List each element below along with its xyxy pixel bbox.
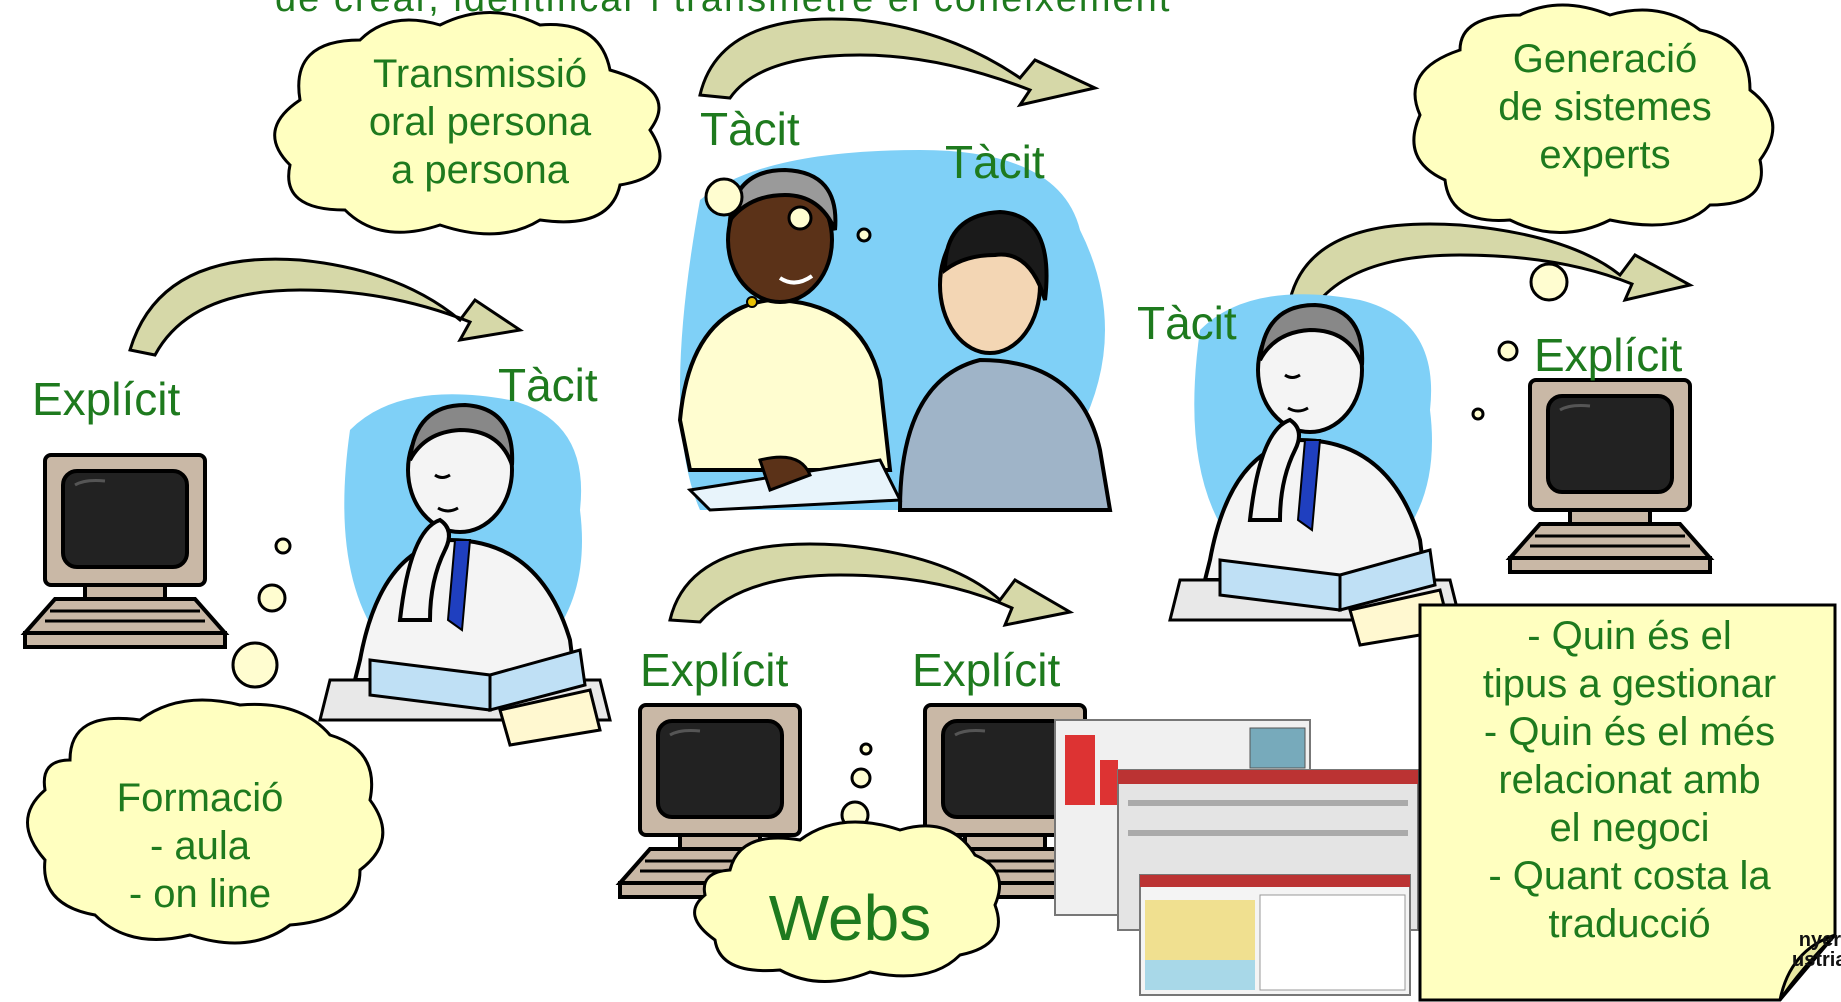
cloud-webs	[693, 820, 1001, 983]
header-text: de crear, identificar i transmetre el co…	[275, 0, 1171, 21]
arrow-right	[1288, 222, 1695, 303]
note-line: relacionat amb	[1498, 758, 1761, 802]
cloud-formacio-line: - aula	[149, 824, 251, 868]
note-box	[1418, 603, 1837, 1002]
note-text: - Quin és el tipus a gestionar - Quin és…	[1422, 612, 1837, 948]
cloud-oral-line: oral persona	[368, 100, 592, 144]
thinker-left-illustration	[318, 392, 612, 747]
computer-left-illustration	[23, 453, 227, 649]
cloud-oral	[273, 11, 662, 236]
cloud-experts-line: experts	[1539, 133, 1671, 177]
label-tacit-left: Tàcit	[498, 359, 598, 411]
label-explicit-bottom-left: Explícit	[640, 644, 789, 696]
note-line: - Quin és el més	[1483, 710, 1776, 754]
cloud-oral-text: Transmissió oral persona a persona	[330, 50, 630, 194]
cloud-experts-text: Generació de sistemes experts	[1455, 35, 1755, 179]
cloud-webs-text: Webs	[768, 882, 932, 954]
label-tacit-center-right: Tàcit	[945, 136, 1045, 188]
cloud-experts-line: de sistemes	[1498, 85, 1712, 129]
cloud-oral-line: Transmissió	[372, 52, 588, 96]
arrow-top-center	[698, 17, 1100, 108]
logo-line: ustria	[1792, 949, 1841, 970]
note-line: - Quin és el	[1527, 614, 1732, 658]
label-explicit-left: Explícit	[32, 373, 181, 425]
logo-line: nyer	[1798, 930, 1841, 951]
cloud-formacio-line: Formació	[116, 776, 284, 820]
note-line: tipus a gestionar	[1482, 662, 1777, 706]
arrow-left	[128, 257, 524, 357]
note-line: el negoci	[1549, 806, 1710, 850]
cloud-formacio-line: - on line	[128, 872, 272, 916]
note-line: traducció	[1548, 902, 1711, 946]
cloud-formacio-text: Formació - aula - on line	[60, 774, 340, 918]
label-tacit-right: Tàcit	[1137, 297, 1237, 349]
conversation-illustration	[677, 150, 1113, 512]
cloud-experts	[1412, 3, 1775, 234]
software-screenshots-illustration	[1054, 719, 1419, 996]
cloud-oral-line: a persona	[391, 148, 569, 192]
label-tacit-center-left: Tàcit	[700, 103, 800, 155]
note-line: - Quant costa la	[1488, 854, 1771, 898]
cloud-experts-line: Generació	[1512, 37, 1698, 81]
arrow-bottom-center	[668, 542, 1075, 628]
cloud-formacio	[26, 698, 385, 945]
label-explicit-right: Explícit	[1534, 329, 1683, 381]
computer-right-illustration	[1508, 378, 1712, 574]
thought-dots	[231, 177, 1569, 830]
logo: nyer ustria	[1792, 930, 1841, 970]
label-explicit-bottom-right: Explícit	[912, 644, 1061, 696]
